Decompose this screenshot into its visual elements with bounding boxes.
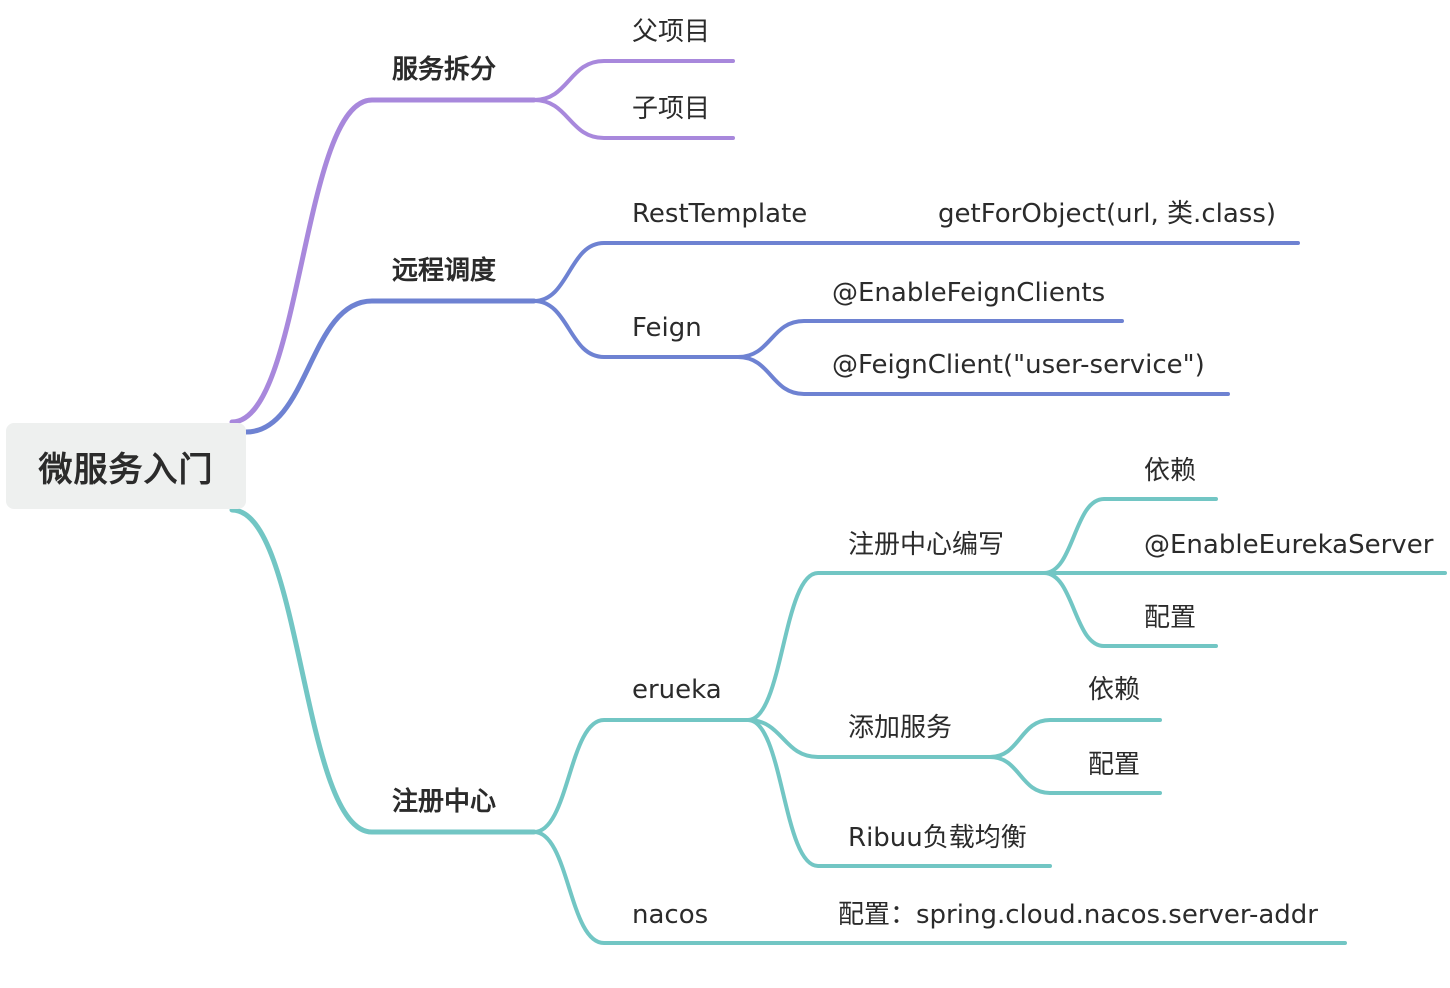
connector-enable-feign-clients [736,319,1124,359]
node-config-2[interactable]: 配置 [1088,750,1141,780]
connector-root-remote-call [243,298,537,435]
connector-feign-client [736,355,1230,396]
connector-root-registry-center [229,507,537,835]
connector-dependency-1 [1042,497,1218,575]
node-config-1[interactable]: 配置 [1144,603,1197,633]
connector-nacos [532,830,1347,945]
connector-dependency-2 [988,718,1162,759]
connector-registry-writing [746,571,1046,722]
node-nacos-config[interactable]: 配置：spring.cloud.nacos.server-addr [838,900,1318,930]
node-dependency-1[interactable]: 依赖 [1144,456,1197,486]
connector-config-1 [1042,571,1218,648]
connector-ribbon [746,718,1052,868]
node-ribbon-load-balance[interactable]: Ribuu负载均衡 [848,823,1027,853]
branch-remote-call[interactable]: 远程调度 [392,256,497,286]
node-erueka[interactable]: erueka [632,675,722,705]
connector-erueka [532,718,750,834]
node-registry-writing[interactable]: 注册中心编写 [848,530,1005,560]
node-feign-client[interactable]: @FeignClient("user-service") [832,350,1205,380]
node-child-project[interactable]: 子项目 [632,94,711,124]
connector-feign [532,299,740,359]
connector-rest-template [532,241,1300,303]
node-feign[interactable]: Feign [632,313,702,343]
root-node[interactable]: 微服务入门 [6,423,246,509]
node-parent-project[interactable]: 父项目 [632,17,711,47]
node-add-service[interactable]: 添加服务 [848,713,953,743]
node-enable-feign-clients[interactable]: @EnableFeignClients [832,278,1106,308]
connector-add-service [746,718,992,759]
node-dependency-2[interactable]: 依赖 [1088,675,1141,705]
branch-registry-center[interactable]: 注册中心 [392,787,497,817]
branch-service-split[interactable]: 服务拆分 [392,55,497,85]
connector-config-2 [988,755,1162,795]
node-rest-template[interactable]: RestTemplate [632,199,808,229]
connector-parent-project [532,59,735,102]
node-nacos[interactable]: nacos [632,900,709,930]
node-enable-eureka-server[interactable]: @EnableEurekaServer [1144,530,1434,560]
connector-root-service-split [229,97,537,425]
node-get-for-object[interactable]: getForObject(url, 类.class) [938,199,1277,229]
connector-child-project [532,98,735,140]
